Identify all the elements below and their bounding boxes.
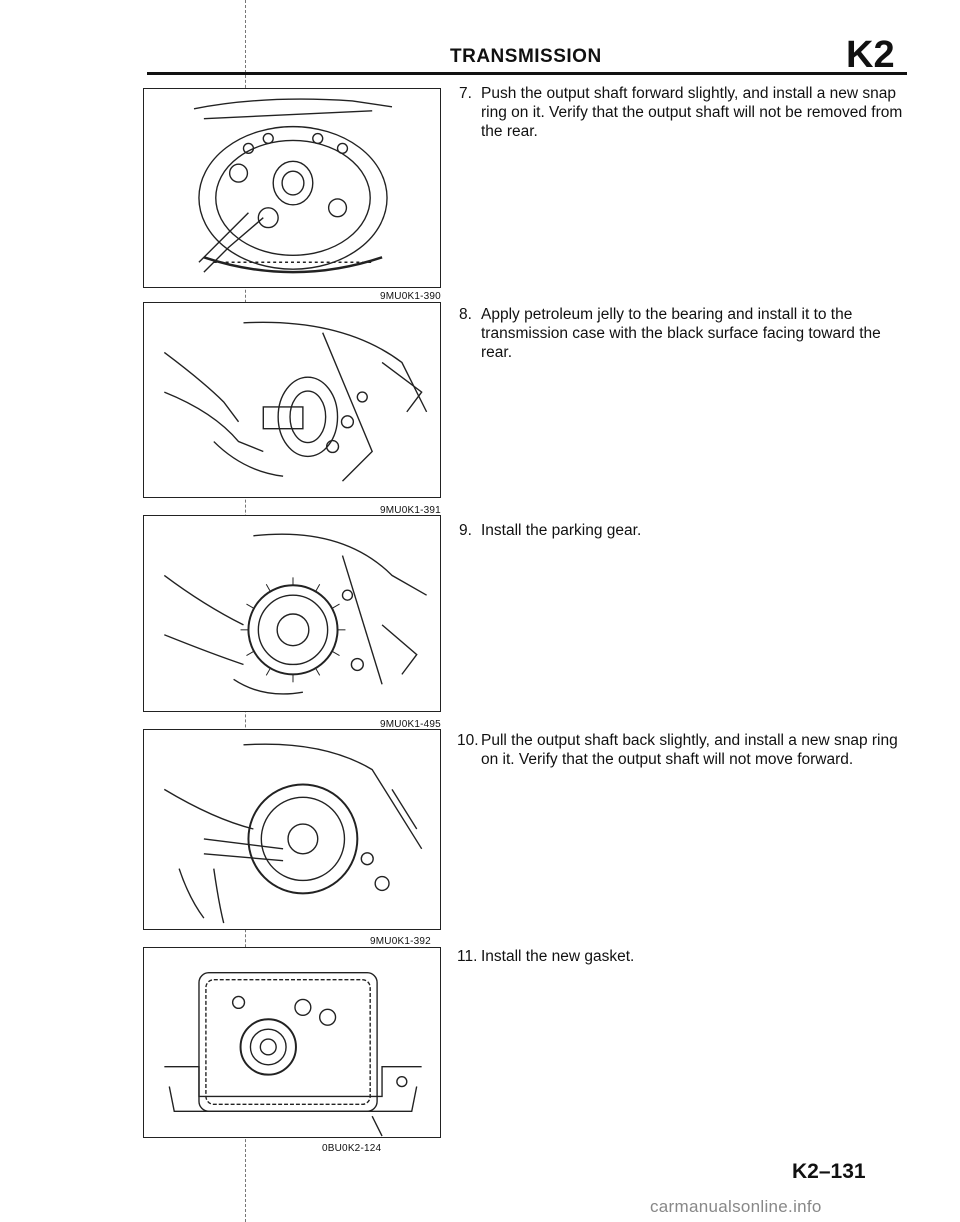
header-rule: [147, 72, 907, 75]
figure-gasket: [143, 947, 441, 1138]
step-text: Install the parking gear.: [481, 522, 642, 539]
illustration-parking-gear: [163, 533, 427, 695]
watermark-link[interactable]: carmanualsonline.info: [650, 1197, 822, 1216]
figure-code: 9MU0K1-392: [370, 936, 431, 947]
illustration-bearing-install: [163, 321, 428, 482]
step-text: Install the new gasket.: [481, 948, 635, 965]
step-number: 10.: [457, 732, 479, 749]
header-title: TRANSMISSION: [450, 46, 602, 67]
illustration-gasket: [164, 972, 422, 1137]
illustration-output-shaft-snap-ring: [193, 98, 393, 274]
figure-bearing-install: [143, 302, 441, 498]
header-section-code: K2: [846, 34, 895, 76]
illustration-snap-ring-pliers: [163, 743, 423, 924]
step-number: 8.: [459, 306, 472, 323]
step-7: 7. Push the output shaft forward slightl…: [459, 84, 909, 141]
step-text: Push the output shaft forward slightly, …: [481, 85, 903, 140]
step-11: 11. Install the new gasket.: [457, 947, 907, 966]
figure-snap-ring-rear: [143, 729, 441, 930]
step-text: Pull the output shaft back slightly, and…: [481, 732, 898, 768]
figure-code: 9MU0K1-391: [380, 505, 441, 516]
step-number: 9.: [459, 522, 472, 539]
figure-code: 9MU0K1-495: [380, 719, 441, 730]
figure-parking-gear: [143, 515, 441, 712]
page-number: K2–131: [792, 1160, 866, 1183]
figure-code: 0BU0K2-124: [322, 1143, 382, 1154]
step-8: 8. Apply petroleum jelly to the bearing …: [459, 305, 909, 362]
figure-snap-ring-front: [143, 88, 441, 288]
step-number: 7.: [459, 85, 472, 102]
step-text: Apply petroleum jelly to the bearing and…: [481, 306, 881, 361]
step-10: 10. Pull the output shaft back slightly,…: [457, 731, 907, 769]
step-9: 9. Install the parking gear.: [459, 521, 909, 540]
step-number: 11.: [457, 948, 478, 965]
figure-code: 9MU0K1-390: [380, 291, 441, 302]
